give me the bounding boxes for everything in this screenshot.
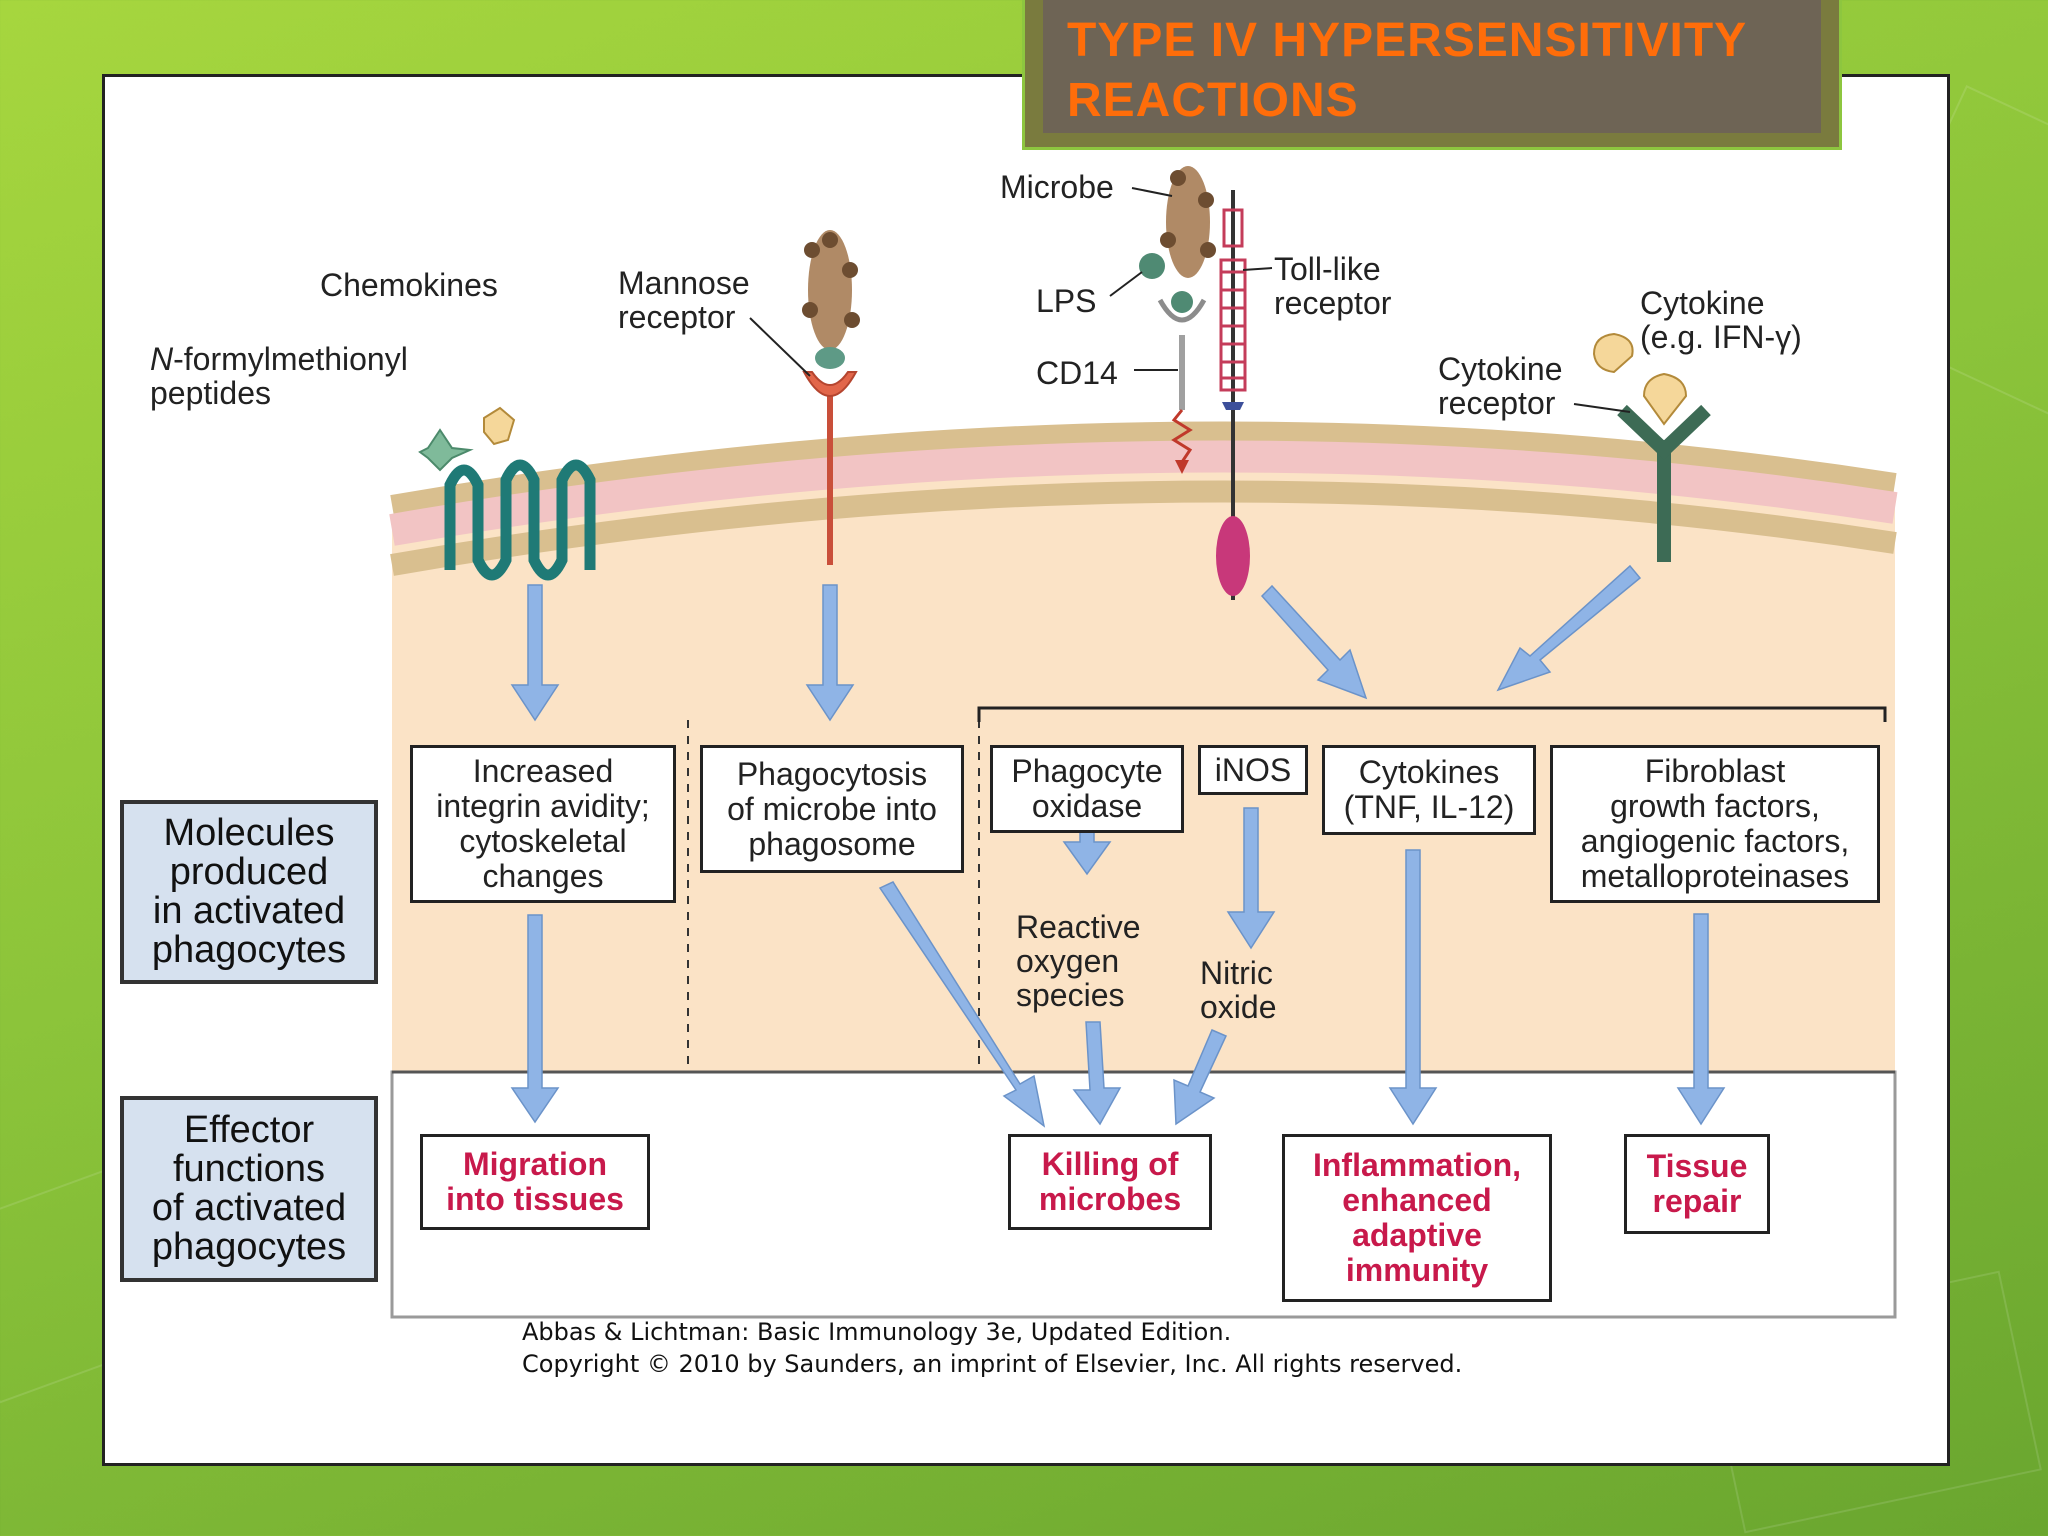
side-label-effector: Effector functions of activated phagocyt…: [120, 1096, 378, 1282]
title-background: [1043, 0, 1821, 133]
slide-title: TYPE IV HYPERSENSITIVITY REACTIONS: [1067, 14, 1747, 127]
box-phagocyte-oxidase: Phagocyte oxidase: [990, 745, 1184, 833]
label-nitric-oxide: Nitric oxide: [1200, 955, 1277, 1025]
copyright-credit: Abbas & Lichtman: Basic Immunology 3e, U…: [522, 1318, 1463, 1378]
chemokine-receptor-icon: [444, 459, 596, 581]
label-cd14: CD14: [1036, 355, 1118, 391]
bracket: [977, 706, 1887, 722]
toll-like-receptor-icon: [1216, 516, 1250, 596]
chemokine-ligand-icon: [483, 406, 516, 446]
membrane-outer: [390, 421, 1897, 515]
box-cytokines: Cytokines (TNF, IL-12): [1322, 745, 1536, 835]
label-reactive-oxygen-species: Reactive oxygen species: [1016, 909, 1141, 1013]
box-inos: iNOS: [1198, 745, 1308, 795]
cytokine-ligand-icon: [1592, 332, 1634, 374]
box-integrin: Increased integrin avidity; cytoskeletal…: [410, 745, 676, 903]
box-phagocytosis: Phagocytosis of microbe into phagosome: [700, 745, 964, 873]
fmlp-ligand-icon: [418, 428, 474, 472]
box-inflammation: Inflammation, enhanced adaptive immunity: [1282, 1134, 1552, 1302]
label-lps: LPS: [1036, 283, 1097, 319]
membrane-middle: [389, 440, 1898, 546]
label-toll-like-receptor: Toll-like receptor: [1274, 251, 1392, 321]
cytokine-receptor-icon: [1617, 404, 1711, 460]
label-microbe: Microbe: [1000, 169, 1114, 205]
cytokine-ligand-icon: [1642, 372, 1688, 426]
cd14-icon: [1157, 298, 1207, 323]
label-mannose-receptor: Mannose receptor: [618, 265, 750, 335]
label-cytokine: Cytokine (e.g. IFN-γ): [1640, 285, 1802, 355]
box-fibroblast: Fibroblast growth factors, angiogenic fa…: [1550, 745, 1880, 903]
microbe-icon: [1166, 166, 1210, 278]
side-label-molecules: Molecules produced in activated phagocyt…: [120, 800, 378, 984]
arrows: [510, 564, 1726, 1128]
label-cytokine-receptor: Cytokine receptor: [1438, 351, 1563, 421]
mannose-receptor-icon: [802, 371, 858, 397]
box-tissue-repair: Tissue repair: [1624, 1134, 1770, 1234]
box-migration: Migration into tissues: [420, 1134, 650, 1230]
label-chemokines: Chemokines: [320, 267, 498, 303]
box-killing: Killing of microbes: [1008, 1134, 1212, 1230]
label-fmlp: N-formylmethionyl peptides: [150, 341, 408, 411]
membrane-inner: [390, 480, 1897, 576]
title-box: TYPE IV HYPERSENSITIVITY REACTIONS: [1022, 0, 1842, 150]
microbe-icon: [808, 230, 852, 350]
